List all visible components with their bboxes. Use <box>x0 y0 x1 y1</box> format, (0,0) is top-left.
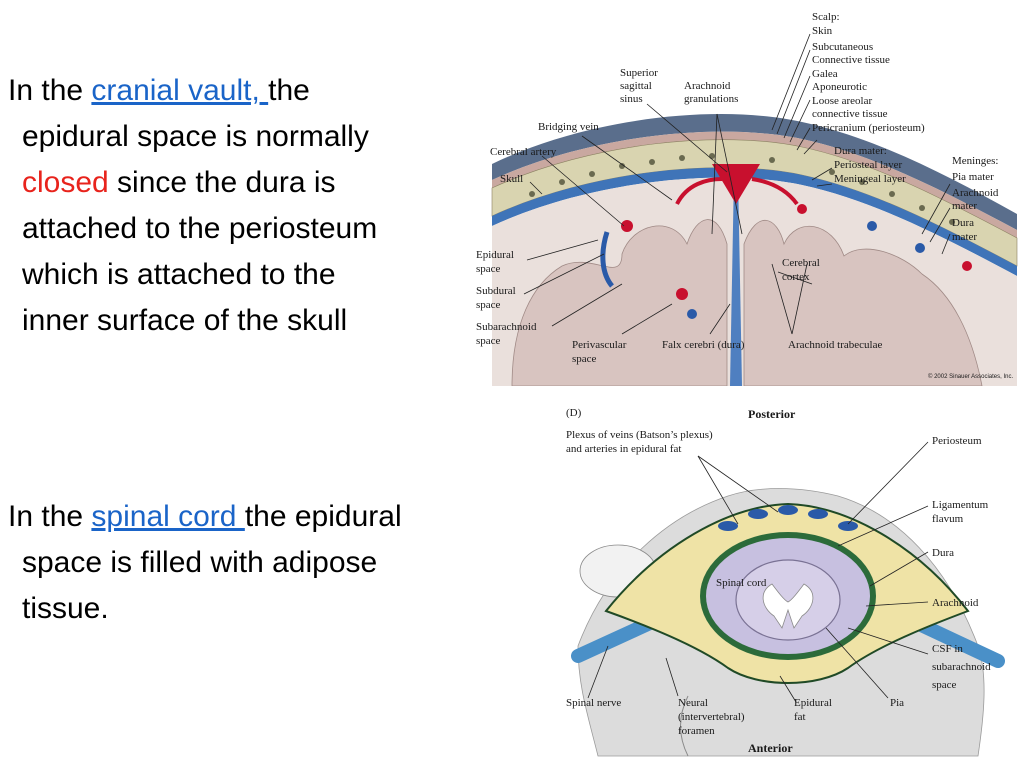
spinal-line-2: space is filled with adipose <box>22 546 378 579</box>
superior-label: Superior <box>620 67 658 79</box>
scalp-connective-label: Connective tissue <box>812 54 890 66</box>
periosteum-label: Periosteum <box>932 435 982 447</box>
closed-highlight: closed <box>22 166 109 199</box>
cerebral-artery-label: Cerebral artery <box>490 146 557 158</box>
spinal-line-1: In the spinal cord the epidural <box>8 494 402 540</box>
dura-spine-label: Dura <box>932 547 954 559</box>
csf-label-1: CSF in <box>932 643 963 655</box>
cranial-line-5: which is attached to the <box>22 258 336 291</box>
scalp-pericranium-label: Pericranium (periosteum) <box>812 122 925 134</box>
dura-mater-label: mater <box>952 231 977 243</box>
cranial-line1-suffix: the <box>268 74 310 107</box>
epidural-fat-label-1: Epidural <box>794 697 832 709</box>
anterior-label: Anterior <box>748 741 793 755</box>
meninges-title: Meninges: <box>952 155 998 167</box>
skull-label: Skull <box>500 173 523 185</box>
spinal-cord-link[interactable]: spinal cord <box>91 500 245 533</box>
spinal-cord-body <box>735 559 841 641</box>
spine-illustration <box>571 488 1005 757</box>
spine-leader-lines <box>587 441 929 703</box>
skull-pores <box>529 153 955 225</box>
scalp-aponeurotic-label: Aponeurotic <box>812 81 867 93</box>
cranial-line-4: attached to the periosteum <box>22 212 378 245</box>
cranial-line3-suffix: since the dura is <box>108 166 336 199</box>
spinal-cord-diagram: (D) Posterior Anterior Plexus of veins (… <box>566 407 1005 757</box>
spinal-cord-label: Spinal cord <box>716 577 767 589</box>
left-hemisphere <box>511 219 728 386</box>
pia-label: Pia <box>890 697 904 709</box>
falx-cerebri-label: Falx cerebri (dura) <box>662 339 745 351</box>
copyright-notice: © 2002 Sinauer Associates, Inc. <box>928 373 1013 380</box>
cranial-meninges-diagram: Scalp: Skin Subcutaneous Connective tiss… <box>476 11 1018 386</box>
perivascular-space-label-2: space <box>572 353 597 365</box>
cranial-line-1: In the cranial vault, the <box>8 68 377 114</box>
spinal-line1-suffix: the epidural <box>244 500 402 533</box>
subarachnoid-space-label-2: space <box>476 335 501 347</box>
falx-cerebri <box>730 174 742 386</box>
sagittal-label: sagittal <box>620 80 652 92</box>
foramen-outline <box>680 695 689 757</box>
cerebral-cortex-label-2: cortex <box>782 271 810 283</box>
subarachnoid-space-label-1: Subarachnoid <box>476 321 537 333</box>
neural-foramen-label-3: foramen <box>678 725 715 737</box>
periosteal-layer-label: Periosteal layer <box>834 159 902 171</box>
meningeal-layer-label: Meningeal layer <box>834 173 906 185</box>
arachnoid-trabeculae-label: Arachnoid trabeculae <box>788 339 882 351</box>
plexus-label-2: and arteries in epidural fat <box>566 443 681 455</box>
arachnoid-mater-label: mater <box>952 200 977 212</box>
sinus-label: sinus <box>620 93 643 105</box>
spinal-line-3: tissue. <box>22 592 109 625</box>
ligamentum-label-2: flavum <box>932 513 964 525</box>
brain-labels: Scalp: Skin Subcutaneous Connective tiss… <box>476 11 1013 380</box>
right-hemisphere <box>743 219 983 386</box>
scalp-galea-label: Galea <box>812 68 838 80</box>
neural-foramen-label-1: Neural <box>678 697 708 709</box>
spinal-cord-paragraph: In the spinal cord the epidural space is… <box>8 494 402 632</box>
dura-mater-title: Dura mater: <box>834 145 887 157</box>
scalp-subcutaneous-label: Subcutaneous <box>812 41 873 53</box>
epidural-space-label-1: Epidural <box>476 249 514 261</box>
scalp-loose-areolar-label: Loose areolar <box>812 95 872 107</box>
scalp-areolar-tissue-label: connective tissue <box>812 108 888 120</box>
grey-matter <box>762 583 814 629</box>
csf-label-3: space <box>932 679 957 691</box>
cranial-line-3: closed since the dura is <box>8 160 377 206</box>
arachnoid-label: Arachnoid <box>952 187 999 199</box>
epidural-space-label-2: space <box>476 263 501 275</box>
spinal-nerve-label: Spinal nerve <box>566 697 621 709</box>
arachnoid-granulations-label-1: Arachnoid <box>684 80 731 92</box>
ligamentum-label-1: Ligamentum <box>932 499 989 511</box>
plexus-label-1: Plexus of veins (Batson’s plexus) <box>566 429 713 441</box>
arachnoid-granulations-label-2: granulations <box>684 93 738 105</box>
cranial-line1-prefix: In the <box>8 74 92 107</box>
panel-letter: (D) <box>566 407 582 419</box>
subdural-space-label-2: space <box>476 299 501 311</box>
brain-illustration <box>491 114 1018 386</box>
cerebral-cortex-label-1: Cerebral <box>782 257 820 269</box>
arachnoid-spine-label: Arachnoid <box>932 597 979 609</box>
scalp-layer <box>492 114 1017 230</box>
neural-foramen-label-2: (intervertebral) <box>678 711 745 723</box>
brain-leader-lines <box>523 33 951 335</box>
sagittal-sinus <box>712 164 760 204</box>
dura-layer <box>492 167 1017 276</box>
epidural-veins <box>718 505 858 531</box>
posterior-label: Posterior <box>748 407 796 421</box>
spinal-line1-prefix: In the <box>8 500 92 533</box>
cranial-vault-paragraph: In the cranial vault, the epidural space… <box>8 68 377 344</box>
dura-label: Dura <box>952 217 974 229</box>
blood-vessels <box>600 177 972 319</box>
perivascular-space-label-1: Perivascular <box>572 339 627 351</box>
epidural-fat-label-2: fat <box>794 711 806 723</box>
spine-labels: (D) Posterior Anterior Plexus of veins (… <box>566 407 991 755</box>
subdural-space-label-1: Subdural <box>476 285 516 297</box>
cranial-line-2: epidural space is normally <box>22 120 369 153</box>
scalp-title: Scalp: <box>812 11 840 23</box>
csf-label-2: subarachnoid <box>932 661 991 673</box>
cranial-line-6: inner surface of the skull <box>22 304 348 337</box>
bridging-vein-label: Bridging vein <box>538 121 599 133</box>
cranial-vault-link[interactable]: cranial vault, <box>91 74 269 107</box>
scalp-skin-label: Skin <box>812 25 833 37</box>
pia-mater-label: Pia mater <box>952 171 994 183</box>
